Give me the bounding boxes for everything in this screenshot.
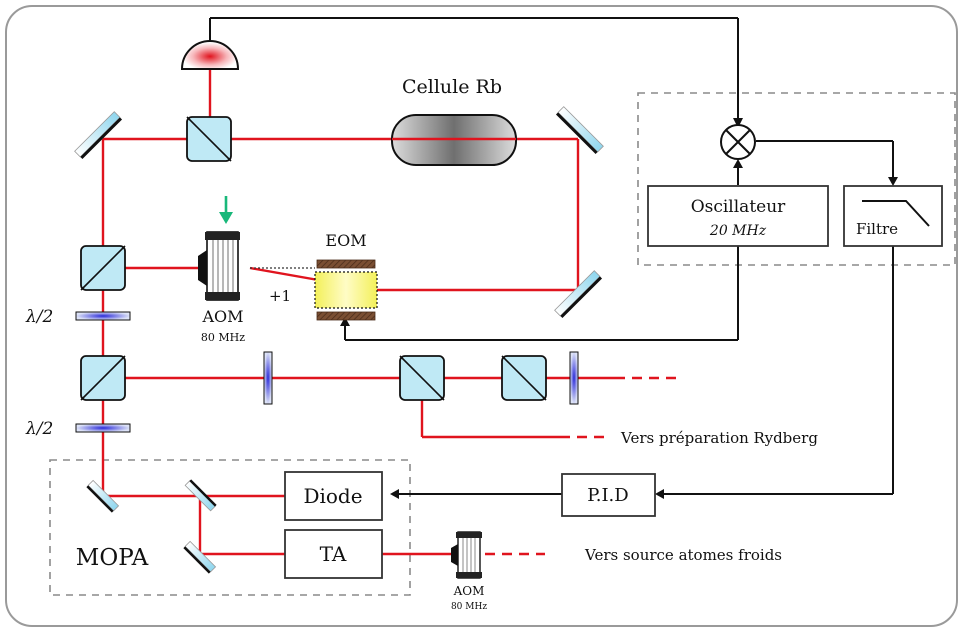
waveplate-label-2: λ/2 <box>25 419 53 439</box>
demodulation-enclosure <box>637 92 956 266</box>
oscillator-label: Oscillateur <box>691 197 786 217</box>
mirror-top-right <box>555 106 604 155</box>
aom-rf-arrow <box>219 196 233 224</box>
order-label: +1 <box>269 287 291 305</box>
aom-main-label: AOM <box>201 307 243 326</box>
mirror-bottom-right <box>554 270 603 319</box>
aom-small-label: AOM <box>453 584 485 598</box>
beam-splitter-main <box>80 355 126 401</box>
ta-label: TA <box>320 542 347 566</box>
photodetector <box>180 40 240 70</box>
mirror-mopa-1 <box>86 479 120 513</box>
waveplate-vertical-1 <box>263 351 273 405</box>
eom-label: EOM <box>325 231 366 250</box>
beam-splitter-right <box>501 355 547 401</box>
ta-box <box>284 529 383 579</box>
beam-splitter-aom <box>80 245 126 291</box>
beam-splitter-rydberg <box>399 355 445 401</box>
signal-wires <box>209 17 898 499</box>
pid-box <box>561 473 656 517</box>
mirror-mopa-2 <box>184 479 217 512</box>
waveplate-label-1: λ/2 <box>25 307 53 327</box>
aom-main-freq: 80 MHz <box>201 331 245 344</box>
oscillator-freq: 20 MHz <box>709 223 767 239</box>
waveplate-horizontal-1 <box>75 311 131 321</box>
eom <box>314 259 378 321</box>
mirror-mopa-3 <box>183 540 217 574</box>
lowpass-icon <box>862 200 930 227</box>
aom-small-freq: 80 MHz <box>451 602 487 612</box>
mixer <box>720 124 756 160</box>
diode-label: Diode <box>303 484 362 508</box>
cold-atoms-output-label: Vers source atomes froids <box>584 546 782 564</box>
oscillator-box <box>647 185 829 247</box>
beam-splitter-top <box>186 116 232 162</box>
rydberg-output-label: Vers préparation Rydberg <box>620 429 818 447</box>
aom-small <box>451 531 482 579</box>
pid-label: P.I.D <box>587 485 628 506</box>
filter-box <box>843 185 943 247</box>
rubidium-cell <box>391 114 517 166</box>
filter-label: Filtre <box>856 220 898 238</box>
waveplate-horizontal-2 <box>75 423 131 433</box>
waveplate-vertical-2 <box>569 351 579 405</box>
mirror-top-left <box>74 111 123 160</box>
cell-label: Cellule Rb <box>402 76 502 98</box>
mopa-label: MOPA <box>76 545 149 571</box>
outer-frame <box>5 5 958 627</box>
aom-main <box>198 231 240 301</box>
diode-box <box>284 471 383 521</box>
